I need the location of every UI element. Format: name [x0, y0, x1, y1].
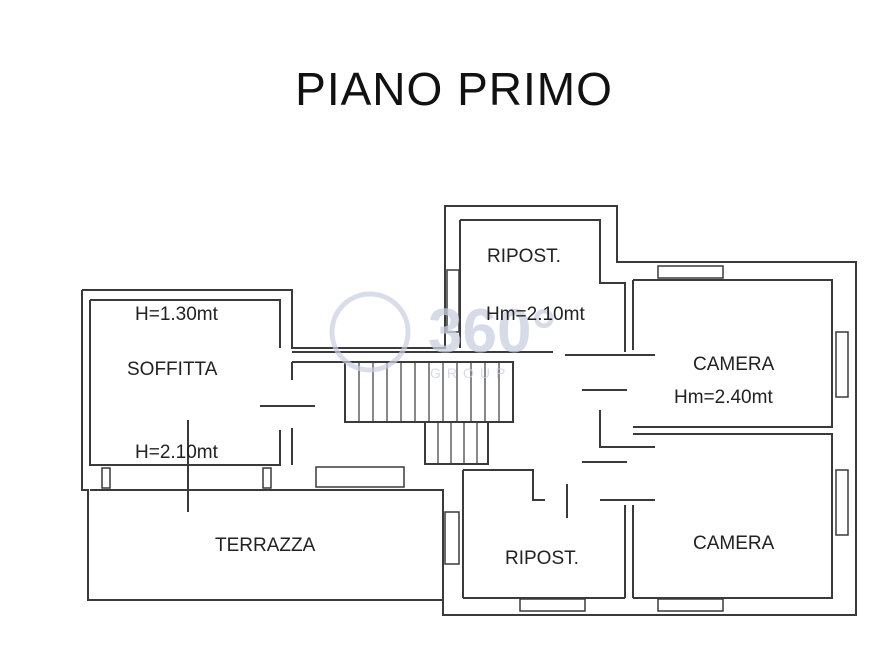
ripost-top-label: RIPOST. [487, 246, 561, 267]
watermark: 360° GROUP [329, 291, 556, 381]
camera-top-label: CAMERA [693, 354, 775, 375]
windows [101, 265, 849, 612]
camera-top-height: Hm=2.40mt [674, 387, 773, 408]
watermark-brand: 360° [428, 297, 556, 366]
page-title: PIANO PRIMO [295, 63, 613, 115]
ripost-top-height: Hm=2.10mt [486, 304, 585, 325]
watermark-subtitle: GROUP [430, 365, 511, 381]
soffitta-height-top: H=1.30mt [135, 304, 219, 325]
terrazza-label: TERRAZZA [215, 535, 316, 556]
soffitta-label: SOFFITTA [127, 359, 218, 380]
walls [81, 205, 857, 616]
stair-treads [358, 362, 500, 464]
soffitta-height-bottom: H=2.10mt [135, 442, 219, 463]
camera-bottom-label: CAMERA [693, 533, 775, 554]
ripost-bottom-label: RIPOST. [505, 548, 579, 569]
